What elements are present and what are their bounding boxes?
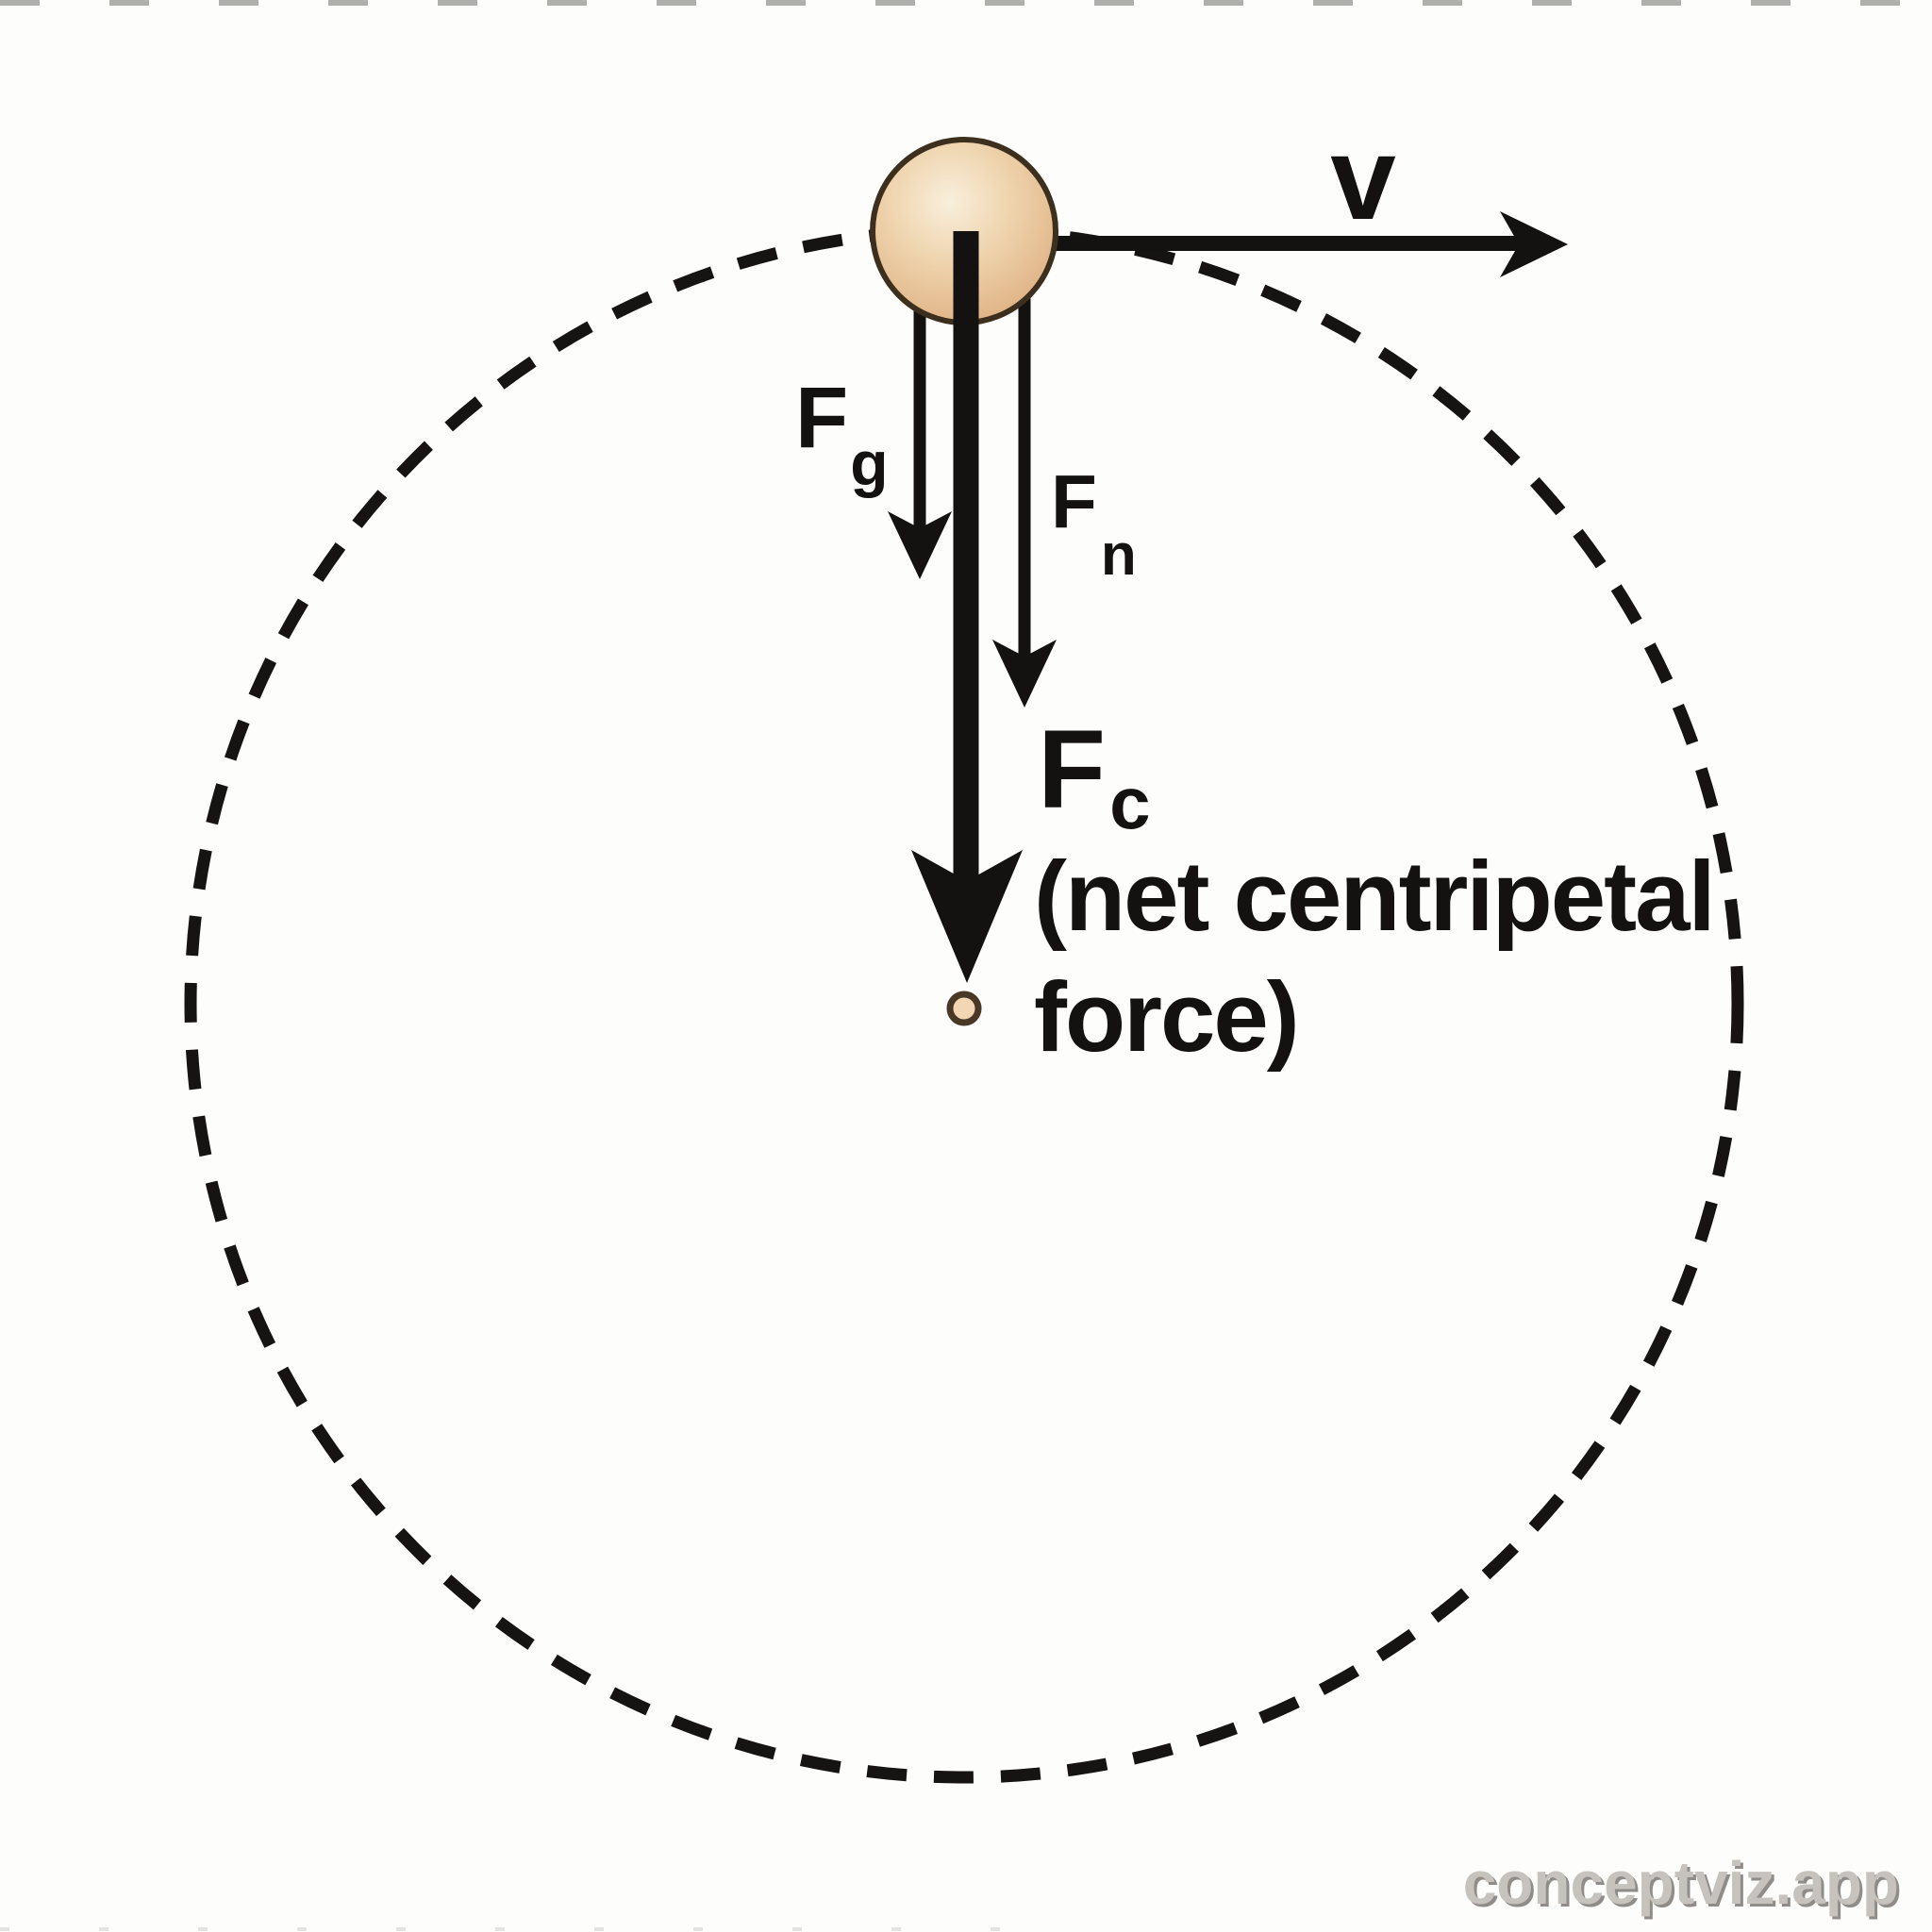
normal-force-arrowhead [992,640,1057,708]
centripetal-force-symbol: F [1038,708,1106,832]
gravity-force-subscript: g [850,428,888,498]
centripetal-note-line2: force) [1034,962,1298,1073]
gravity-force-label: Fg [795,370,889,498]
centripetal-force-label: Fc [1038,708,1150,844]
centripetal-note-line1: (net centripetal [1034,841,1714,952]
watermark: conceptviz.app [1463,1849,1899,1917]
normal-force-label: Fn [1051,459,1137,588]
gravity-force-symbol: F [795,370,848,466]
velocity-arrowhead [1500,211,1568,277]
centripetal-force-subscript: c [1109,761,1150,844]
watermark-shadow: conceptviz.app [1466,1852,1902,1920]
centripetal-arrowhead [911,850,1023,983]
normal-force-symbol: F [1051,459,1097,543]
circle-center-dot [946,991,982,1026]
velocity-label: v [1330,113,1396,244]
gravity-arrowhead [888,511,952,579]
normal-force-subscript: n [1101,523,1137,588]
